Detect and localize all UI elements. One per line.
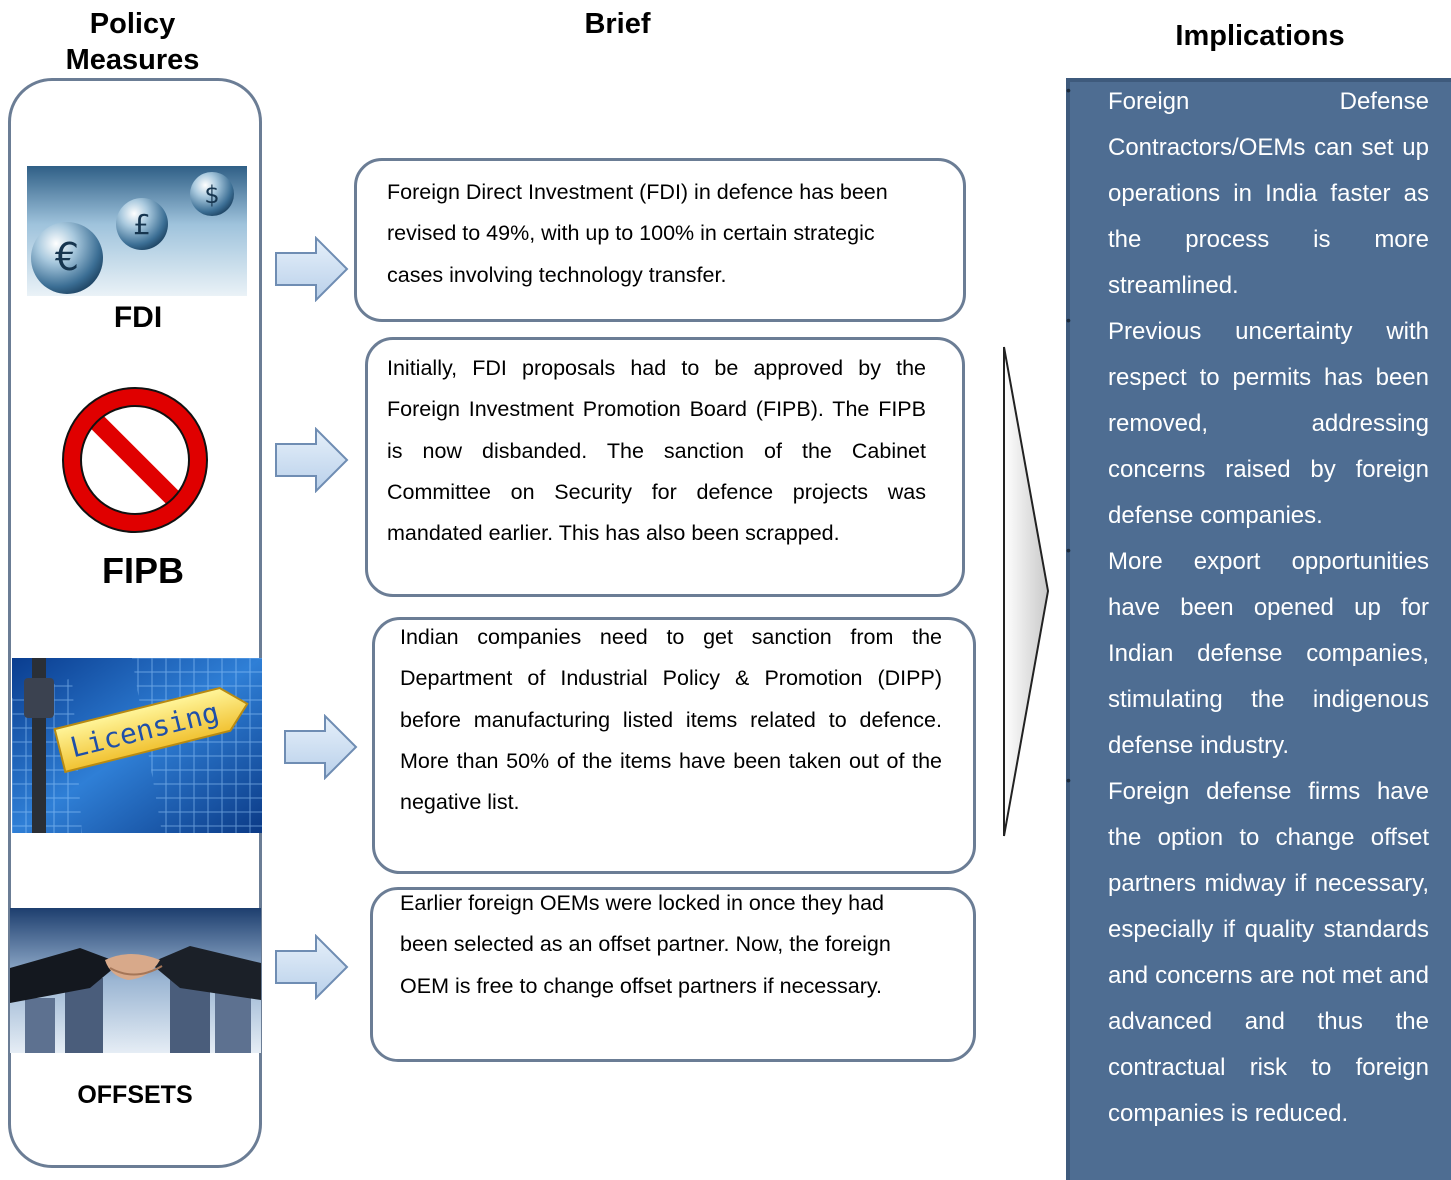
measure-label-offsets: OFFSETS — [77, 1081, 193, 1109]
right-arrow-icon — [275, 427, 349, 493]
right-arrow-icon — [275, 236, 349, 302]
prohibited-sign-icon — [60, 385, 210, 535]
brief-box-offsets — [370, 887, 976, 1062]
svg-text:$: $ — [204, 181, 219, 209]
measure-label-fdi: FDI — [113, 301, 163, 334]
bullet-icon: • — [1066, 312, 1071, 328]
list-item: • Foreign defense firms have the option t… — [1066, 769, 1451, 1137]
bullet-icon: • — [1066, 542, 1071, 558]
implication-text: More export opportunities have been open… — [1108, 548, 1429, 759]
brief-header: Brief — [584, 8, 651, 40]
brief-text-fdi: Foreign Direct Investment (FDI) in defen… — [387, 180, 888, 287]
brief-text-offsets: Earlier foreign OEMs were locked in once… — [400, 891, 891, 998]
chevron-right-icon — [1003, 346, 1050, 837]
svg-text:£: £ — [133, 208, 151, 241]
implications-list: • Foreign Defense Contractors/OEMs can se… — [1066, 79, 1451, 1137]
policy-measures-header: Policy Measures — [65, 8, 200, 76]
brief-box-fdi — [354, 158, 966, 322]
brief-box-licensing — [372, 617, 976, 874]
licensing-signpost-icon: Licensing — [12, 658, 262, 833]
list-item: • Foreign Defense Contractors/OEMs can se… — [1066, 79, 1451, 309]
handshake-icon — [10, 908, 261, 1053]
implication-text: Foreign defense firms have the option to… — [1108, 778, 1429, 1127]
brief-text-licensing: Indian companies need to get sanction fr… — [400, 625, 942, 815]
implications-header: Implications — [1175, 20, 1345, 52]
brief-box-fipb — [365, 337, 965, 597]
implication-text: Previous uncertainty with respect to per… — [1108, 318, 1429, 529]
list-item: • More export opportunities have been ope… — [1066, 539, 1451, 769]
right-arrow-icon — [275, 934, 349, 1000]
measure-label-fipb: FIPB — [101, 550, 184, 591]
bullet-icon: • — [1066, 82, 1071, 98]
currency-globes-icon: € £ $ — [27, 166, 247, 296]
brief-text-fipb: Initially, FDI proposals had to be appro… — [387, 356, 926, 546]
list-item: • Previous uncertainty with respect to pe… — [1066, 309, 1451, 539]
implications-panel — [1066, 78, 1451, 1180]
bullet-icon: • — [1066, 772, 1071, 788]
implication-text: Foreign Defense Contractors/OEMs can set… — [1108, 88, 1429, 299]
svg-text:€: € — [55, 235, 79, 279]
right-arrow-icon — [284, 714, 358, 780]
